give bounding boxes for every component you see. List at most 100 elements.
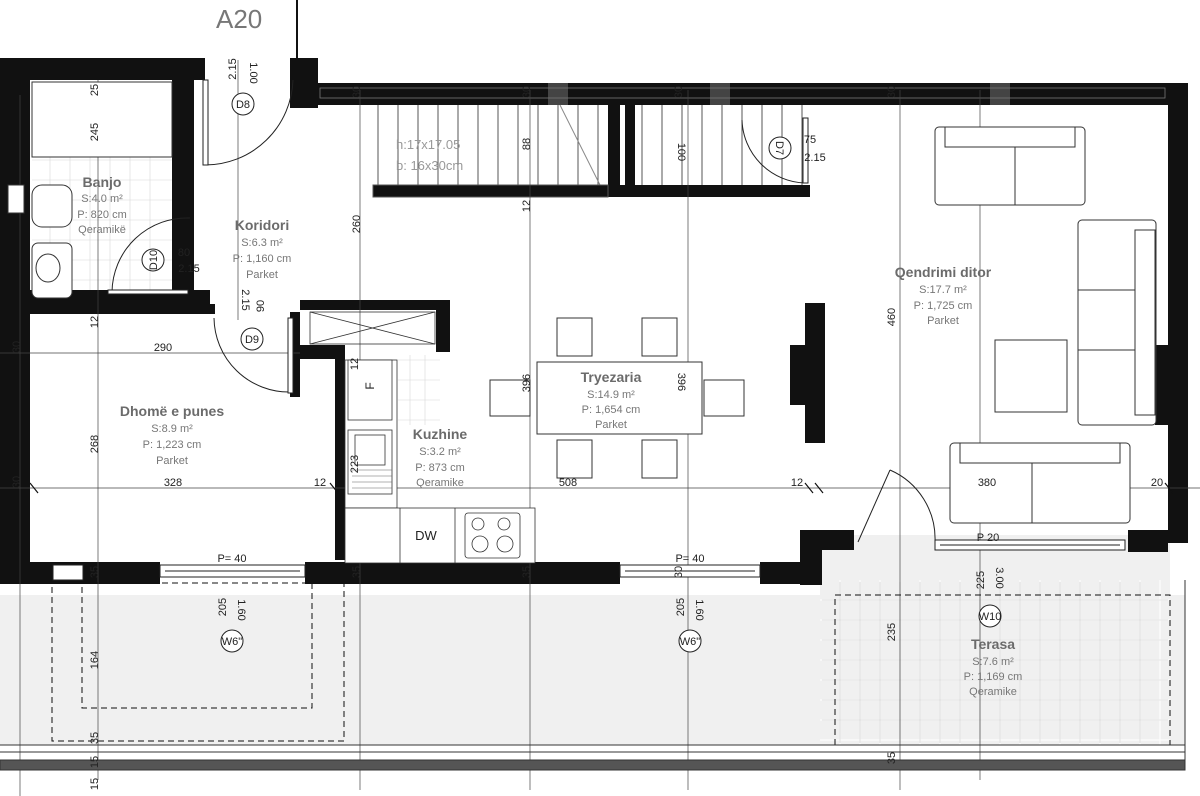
dim-160-b: 1.60 — [693, 599, 705, 620]
room-name-koridori: Koridori — [235, 217, 289, 233]
dim-396-b: 396 — [675, 373, 687, 391]
room-perimeter-qendrimi: P: 1,725 cm — [914, 300, 973, 312]
kitchen-cabinet-box — [309, 311, 436, 345]
dim-35-a: 35 — [89, 566, 101, 578]
dim-88: 88 — [521, 138, 533, 150]
dim-508: 508 — [559, 477, 577, 489]
dim-160-a: 1.60 — [235, 599, 247, 620]
dim-90: 90 — [255, 300, 267, 312]
dim-12-c: 12 — [314, 477, 326, 489]
dim-12-e: 12 — [791, 477, 803, 489]
sill-label-right: P= 40 — [675, 553, 704, 565]
dim-380: 380 — [978, 477, 996, 489]
sill-label-left: P= 40 — [217, 553, 246, 565]
dim-30-b: 30 — [521, 86, 533, 98]
dim-15-a: 15 — [89, 756, 101, 768]
dim-245: 245 — [89, 123, 101, 141]
dim-396-a: 396 — [521, 374, 533, 392]
room-area-qendrimi: S:17.7 m² — [919, 284, 967, 296]
dim-215-b: 2.15 — [178, 263, 199, 275]
room-area-banjo: S:4.0 m² — [81, 193, 123, 205]
room-floor-tryezaria: Parket — [595, 419, 627, 431]
dim-100-a: 1.00 — [247, 62, 259, 83]
wall-band — [319, 87, 1166, 99]
dim-35-e: 35 — [886, 752, 898, 764]
room-floor-dhome: Parket — [156, 455, 188, 467]
dim-164: 164 — [89, 651, 101, 669]
room-floor-koridori: Parket — [246, 269, 278, 281]
room-area-terasa: S:7.6 m² — [972, 656, 1014, 668]
dim-35-c: 35 — [521, 566, 533, 578]
dim-30-d: 30 — [886, 86, 898, 98]
window-tag-w10: W10 — [979, 611, 1002, 623]
dim-35-d: 35 — [89, 732, 101, 744]
walls — [0, 58, 1188, 585]
dim-235: 235 — [886, 623, 898, 641]
room-area-tryezaria: S:14.9 m² — [587, 389, 635, 401]
room-area-kuzhine: S:3.2 m² — [419, 446, 461, 458]
dim-328: 328 — [164, 477, 182, 489]
door-tag-d8: D8 — [236, 99, 250, 111]
unit-label: A20 — [216, 4, 262, 34]
room-floor-banjo: Qeramikë — [78, 224, 126, 236]
room-name-kuzhine: Kuzhine — [413, 426, 468, 442]
dim-260: 260 — [351, 215, 363, 233]
room-perimeter-kuzhine: P: 873 cm — [415, 462, 465, 474]
dining-furniture — [489, 317, 745, 479]
window-tag-w6-right: W6" — [680, 636, 701, 648]
dim-30-g: 30 — [11, 476, 23, 488]
door-tag-d7: D7 — [773, 141, 785, 155]
balcony-railing — [0, 580, 1186, 771]
dim-80: 80 — [178, 247, 190, 259]
dim-215-d: 2.15 — [804, 152, 825, 164]
sink-grill — [352, 469, 392, 489]
room-perimeter-terasa: P: 1,169 cm — [964, 671, 1023, 683]
room-area-dhome: S:8.9 m² — [151, 423, 193, 435]
dim-223: 223 — [349, 455, 361, 473]
doors — [107, 79, 936, 543]
dim-ticks — [29, 482, 1174, 494]
dishwasher-label: DW — [415, 528, 437, 543]
dim-20: 20 — [1151, 477, 1163, 489]
bathroom-fixtures — [7, 81, 173, 299]
kitchen-tile-lines — [398, 355, 440, 425]
dim-12-a: 12 — [521, 200, 533, 212]
room-name-banjo: Banjo — [83, 174, 122, 190]
door-tag-d9: D9 — [245, 334, 259, 346]
stair-note-h: h:17x17.05 — [396, 137, 460, 152]
dim-12-d: 12 — [349, 358, 361, 370]
dim-25: 25 — [89, 84, 101, 96]
dim-75: 75 — [804, 134, 816, 146]
dim-30-e: 30 — [673, 566, 685, 578]
dim-30-a: 30 — [351, 86, 363, 98]
room-floor-kuzhine: Qeramike — [416, 477, 464, 489]
room-perimeter-banjo: P: 820 cm — [77, 209, 127, 221]
dim-215-c: 2.15 — [239, 289, 251, 310]
door-tag-d10: D10 — [148, 250, 160, 270]
room-name-dhome: Dhomë e punes — [120, 403, 224, 419]
dim-15-b: 15 — [89, 778, 101, 790]
dim-100-b: 100 — [675, 143, 687, 161]
dim-205-a: 205 — [217, 598, 229, 616]
room-perimeter-tryezaria: P: 1,654 cm — [582, 404, 641, 416]
room-perimeter-dhome: P: 1,223 cm — [143, 439, 202, 451]
vertical-dims: 25 245 1.00 2.15 90 2.15 260 88 12 100 1… — [11, 58, 1005, 790]
dim-268: 268 — [89, 435, 101, 453]
stairs — [372, 104, 803, 198]
room-floor-terasa: Qeramike — [969, 686, 1017, 698]
dim-30-c: 30 — [673, 86, 685, 98]
dim-290: 290 — [154, 342, 172, 354]
room-name-terasa: Terasa — [971, 636, 1015, 652]
sofas — [934, 126, 1157, 524]
room-floor-qendrimi: Parket — [927, 315, 959, 327]
dim-460: 460 — [886, 308, 898, 326]
kitchen-counter — [344, 359, 536, 564]
door-tags — [141, 92, 1002, 653]
sill-label-terrace: P 20 — [977, 532, 999, 544]
dim-300: 3.00 — [993, 567, 1005, 588]
window-tag-w6-left: W6" — [222, 636, 243, 648]
room-perimeter-koridori: P: 1,160 cm — [233, 253, 292, 265]
dim-12-b: 12 — [89, 316, 101, 328]
dim-205-b: 205 — [675, 598, 687, 616]
fridge-label: F — [363, 382, 377, 389]
